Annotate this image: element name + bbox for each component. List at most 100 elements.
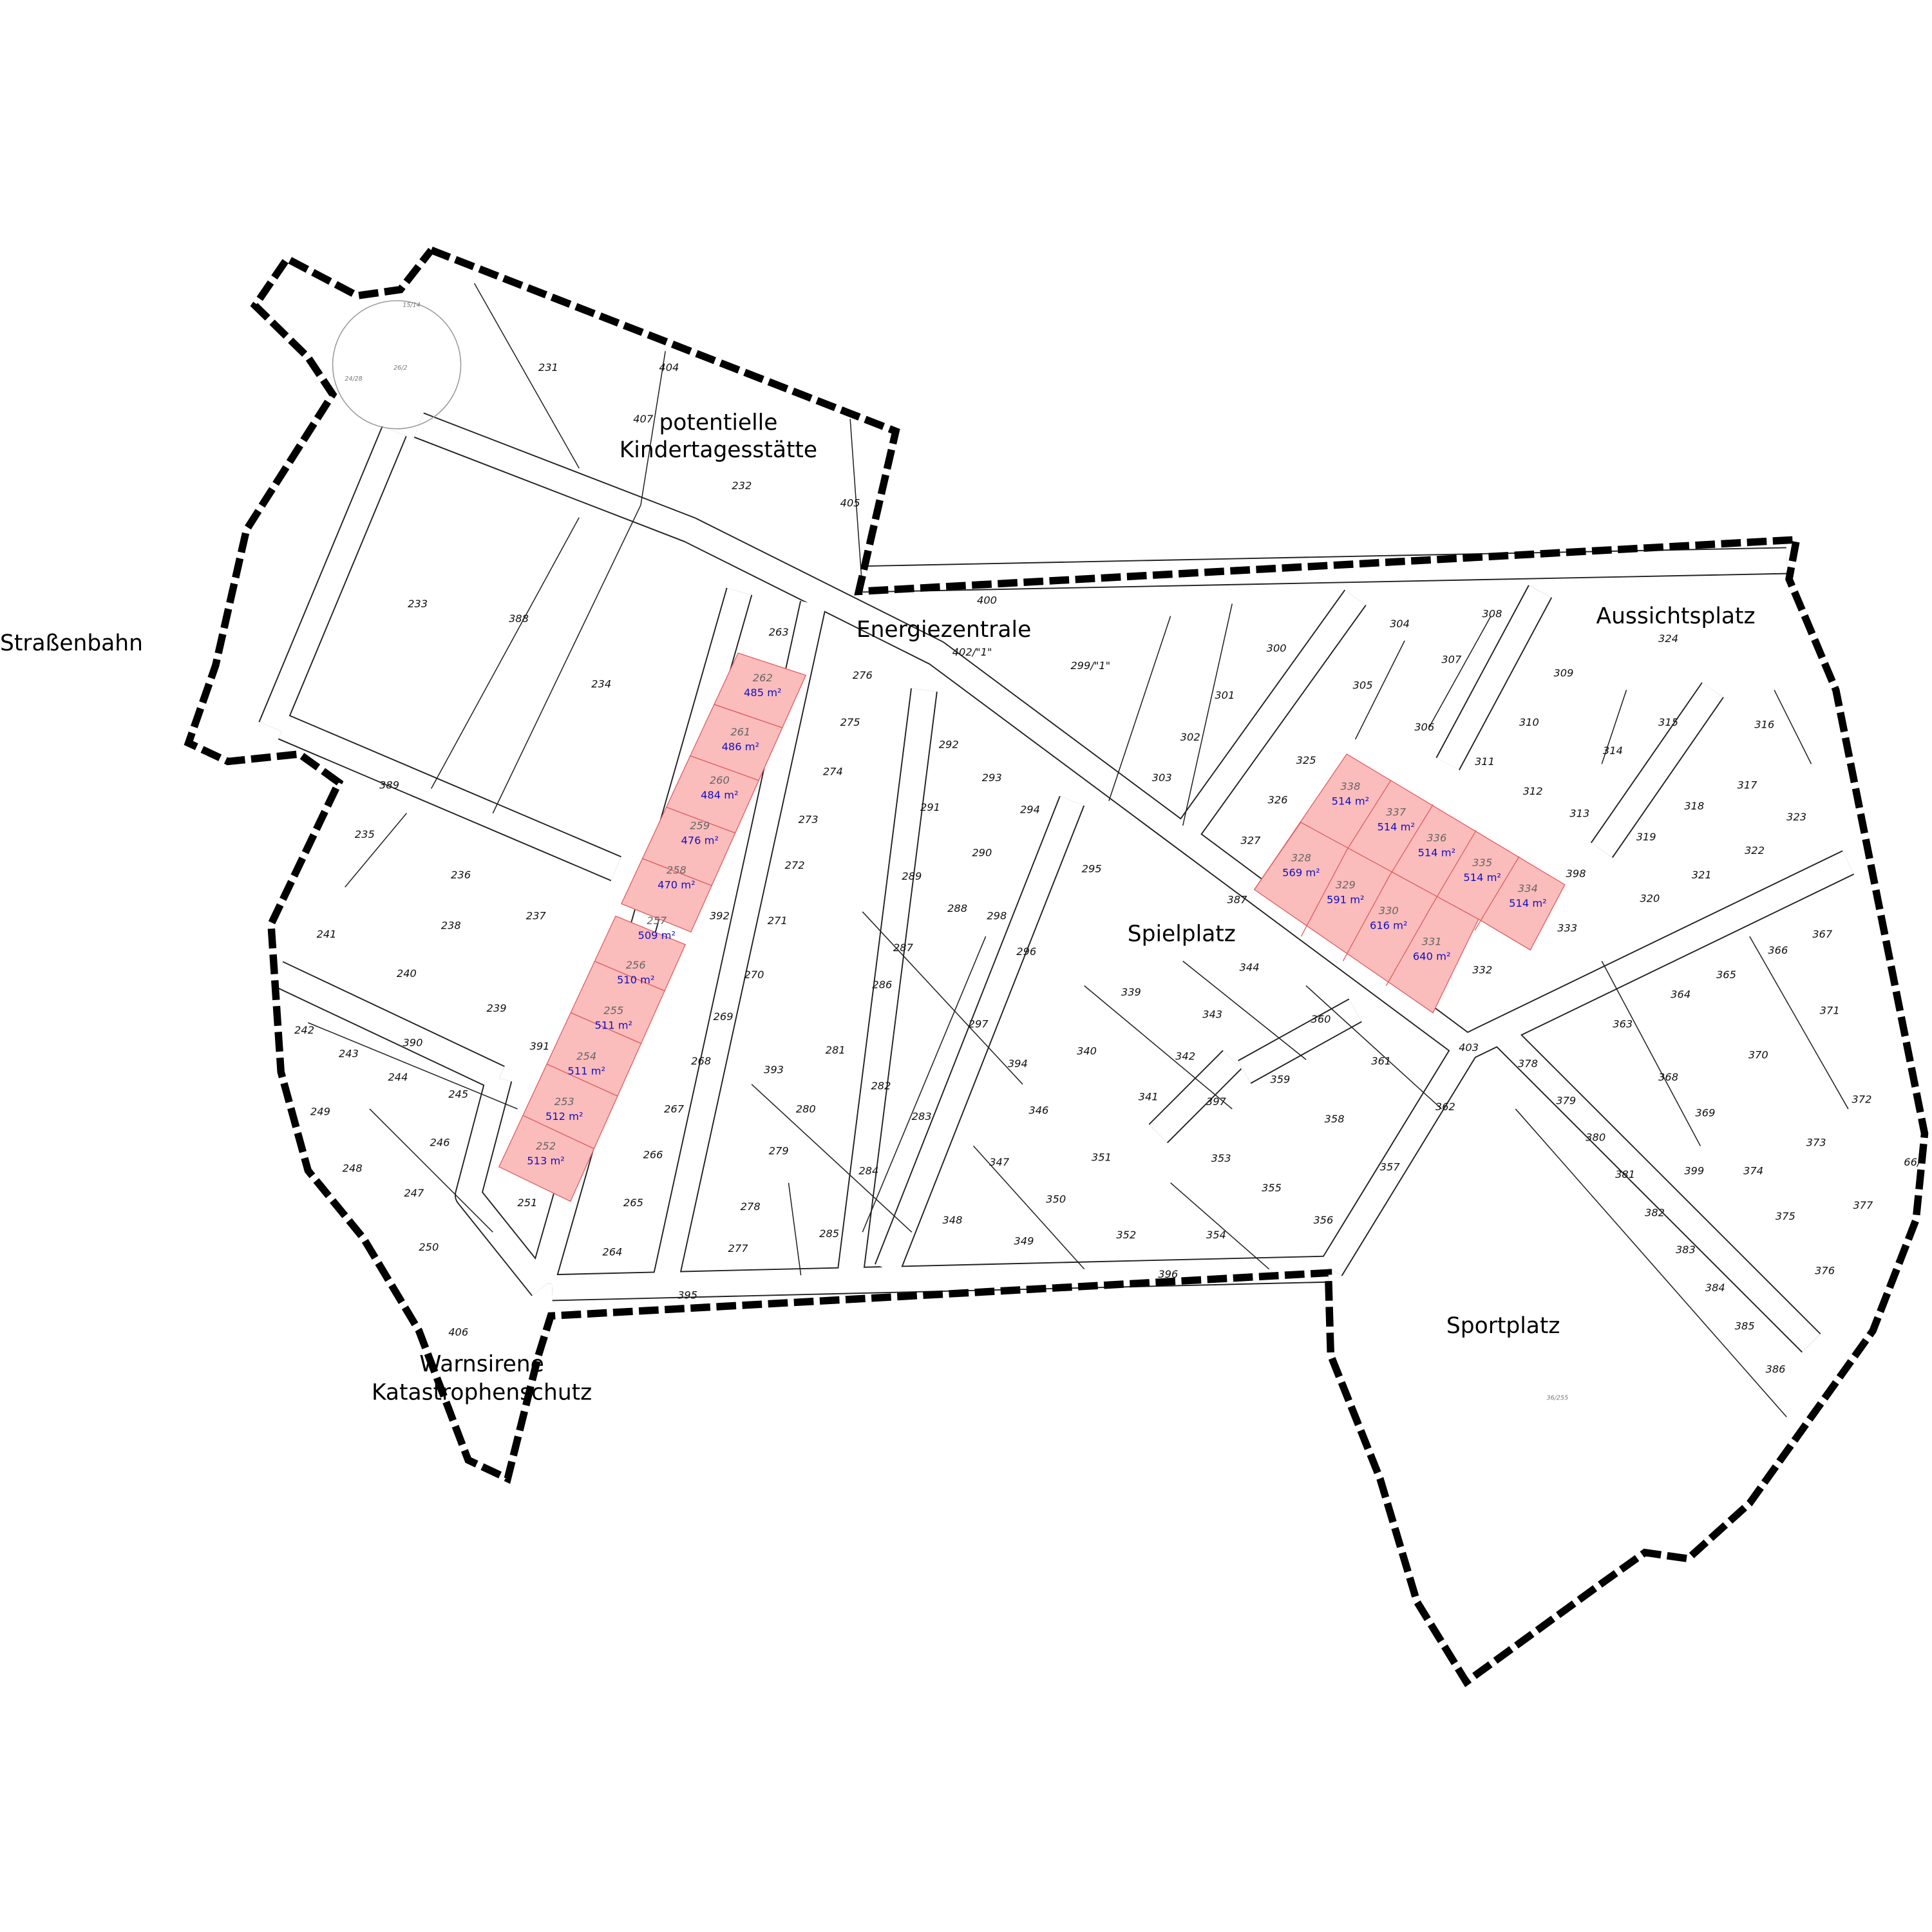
- parcel[interactable]: 303: [1152, 772, 1172, 784]
- parcel[interactable]: 383: [1676, 1244, 1696, 1256]
- parcel[interactable]: 240: [397, 967, 417, 980]
- parcel[interactable]: 289: [902, 870, 922, 882]
- parcel[interactable]: 306: [1414, 721, 1434, 734]
- parcel[interactable]: 366: [1768, 944, 1788, 956]
- parcel[interactable]: 273: [799, 813, 819, 826]
- parcel[interactable]: 385: [1735, 1320, 1755, 1332]
- parcel[interactable]: 276: [853, 669, 873, 681]
- parcel[interactable]: 287: [893, 942, 914, 954]
- parcel[interactable]: 268: [691, 1055, 711, 1067]
- parcel[interactable]: 375: [1776, 1210, 1795, 1222]
- parcel[interactable]: 391: [529, 1040, 549, 1052]
- parcel[interactable]: 361: [1371, 1055, 1391, 1067]
- parcel[interactable]: 288: [947, 902, 967, 914]
- parcel[interactable]: 293: [982, 772, 1002, 784]
- parcel[interactable]: 347: [989, 1156, 1010, 1168]
- parcel[interactable]: 243: [339, 1048, 359, 1060]
- parcel[interactable]: 403: [1459, 1041, 1479, 1054]
- parcel[interactable]: 248: [343, 1162, 363, 1175]
- parcel[interactable]: 404: [659, 361, 679, 374]
- parcel[interactable]: 281: [826, 1044, 846, 1056]
- parcel[interactable]: 392: [710, 909, 730, 922]
- parcel[interactable]: 267: [664, 1103, 685, 1115]
- parcel[interactable]: 233: [408, 598, 428, 610]
- parcel[interactable]: 265: [623, 1197, 643, 1209]
- parcel[interactable]: 286: [872, 978, 892, 990]
- parcel[interactable]: 326: [1268, 793, 1288, 806]
- parcel[interactable]: 310: [1519, 716, 1539, 728]
- parcel[interactable]: 66/: [1904, 1156, 1922, 1168]
- parcel[interactable]: 280: [796, 1103, 816, 1115]
- parcel[interactable]: 379: [1556, 1094, 1576, 1106]
- parcel[interactable]: 387: [1227, 893, 1247, 905]
- parcel[interactable]: 371: [1820, 1005, 1840, 1017]
- parcel[interactable]: 325: [1296, 754, 1316, 766]
- parcel[interactable]: 355: [1262, 1182, 1282, 1194]
- parcel[interactable]: 332: [1472, 963, 1492, 976]
- parcel[interactable]: 234: [591, 678, 611, 690]
- parcel[interactable]: 333: [1557, 922, 1577, 934]
- parcel[interactable]: 294: [1020, 804, 1040, 816]
- parcel[interactable]: 272: [785, 859, 805, 871]
- parcel[interactable]: 250: [419, 1241, 439, 1253]
- parcel[interactable]: 376: [1815, 1264, 1835, 1276]
- parcel[interactable]: 356: [1313, 1214, 1333, 1226]
- parcel[interactable]: 374: [1743, 1164, 1763, 1177]
- parcel[interactable]: 301: [1215, 689, 1235, 701]
- parcel[interactable]: 300: [1267, 642, 1287, 654]
- parcel[interactable]: 344: [1240, 961, 1260, 974]
- parcel[interactable]: 373: [1806, 1136, 1826, 1148]
- parcel[interactable]: 386: [1765, 1363, 1785, 1375]
- parcel[interactable]: 277: [728, 1242, 749, 1255]
- parcel[interactable]: 398: [1566, 867, 1586, 880]
- parcel[interactable]: 402/"1": [952, 646, 992, 658]
- parcel[interactable]: 284: [858, 1164, 878, 1177]
- parcel[interactable]: 377: [1853, 1199, 1873, 1211]
- parcel[interactable]: 292: [939, 738, 959, 750]
- parcel[interactable]: 342: [1175, 1050, 1195, 1062]
- parcel[interactable]: 317: [1737, 779, 1757, 791]
- parcel[interactable]: 394: [1008, 1057, 1028, 1070]
- parcel[interactable]: 399: [1684, 1164, 1704, 1177]
- parcel[interactable]: 350: [1046, 1193, 1066, 1205]
- parcel[interactable]: 389: [379, 779, 399, 791]
- parcel[interactable]: 283: [912, 1110, 932, 1122]
- parcel[interactable]: 245: [448, 1088, 468, 1101]
- parcel[interactable]: 395: [677, 1289, 697, 1302]
- parcel[interactable]: 382: [1645, 1206, 1665, 1218]
- parcel[interactable]: 295: [1082, 863, 1102, 875]
- parcel[interactable]: 397: [1206, 1095, 1227, 1108]
- parcel[interactable]: 349: [1014, 1235, 1034, 1247]
- parcel[interactable]: 369: [1695, 1106, 1715, 1119]
- parcel[interactable]: 378: [1518, 1057, 1538, 1070]
- parcel[interactable]: 264: [602, 1246, 622, 1258]
- parcel[interactable]: 406: [448, 1326, 468, 1338]
- parcel[interactable]: 339: [1121, 986, 1141, 998]
- parcel[interactable]: 365: [1716, 969, 1736, 981]
- parcel[interactable]: 312: [1523, 785, 1543, 797]
- parcel[interactable]: 309: [1553, 667, 1573, 679]
- parcel[interactable]: 232: [732, 480, 752, 492]
- parcel[interactable]: 400: [977, 594, 997, 606]
- parcel[interactable]: 319: [1636, 831, 1656, 843]
- parcel[interactable]: 380: [1586, 1132, 1605, 1144]
- parcel[interactable]: 313: [1569, 807, 1589, 819]
- parcel[interactable]: 282: [871, 1079, 891, 1092]
- parcel[interactable]: 358: [1325, 1113, 1345, 1125]
- parcel[interactable]: 354: [1206, 1229, 1226, 1241]
- parcel[interactable]: 275: [840, 716, 860, 728]
- parcel[interactable]: 360: [1311, 1013, 1331, 1025]
- selected-parcel[interactable]: [621, 858, 713, 933]
- parcel[interactable]: 321: [1692, 869, 1712, 881]
- parcel[interactable]: 359: [1270, 1074, 1290, 1086]
- parcel[interactable]: 362: [1435, 1101, 1455, 1113]
